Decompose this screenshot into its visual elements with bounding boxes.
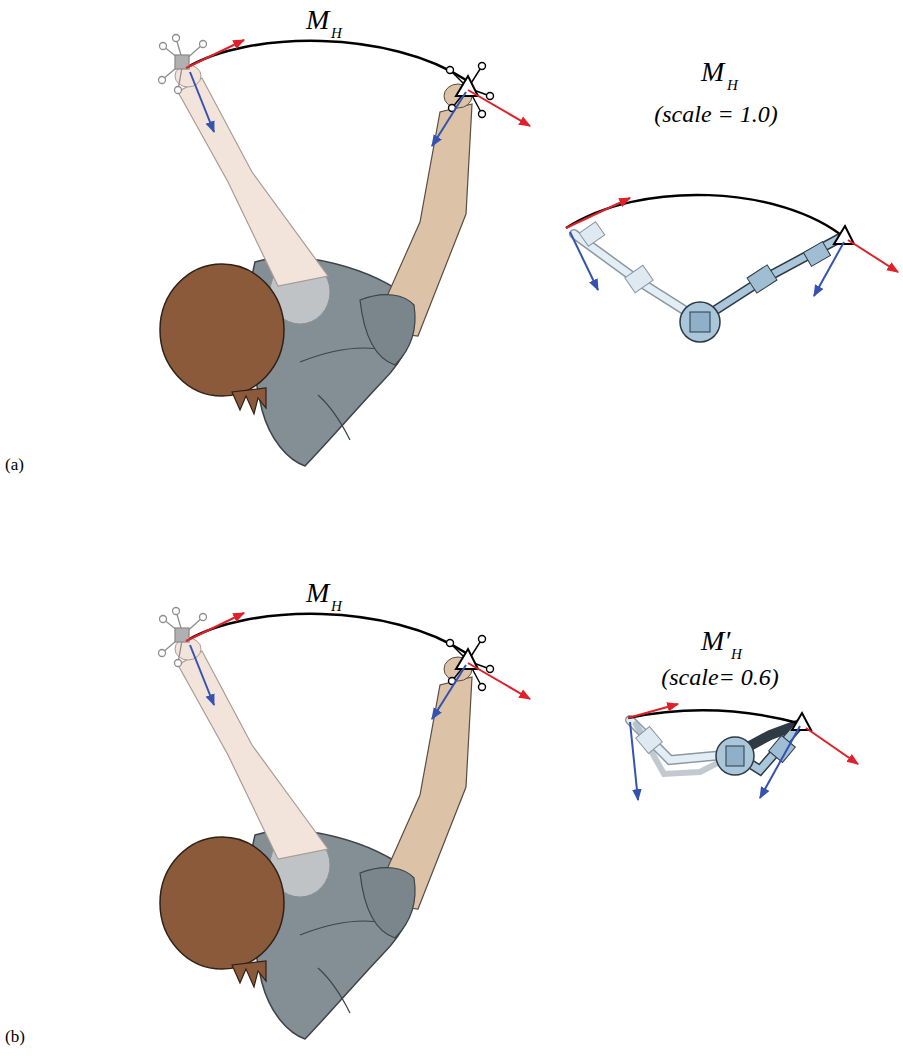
x-axis-arrow — [566, 198, 630, 228]
robot-joint — [625, 265, 653, 292]
motion-arc — [628, 710, 802, 724]
x-axis-arrow — [186, 40, 244, 68]
head — [160, 264, 284, 396]
z-axis-arrow — [570, 232, 598, 290]
robot-arm — [628, 704, 858, 800]
robot-joint — [579, 222, 605, 247]
hair — [232, 388, 266, 414]
robot-base — [690, 312, 710, 332]
z-axis-arrow — [190, 72, 214, 132]
robot-base — [726, 746, 744, 766]
tracker — [447, 63, 494, 118]
symbol-label: M — [701, 57, 724, 88]
robot-link — [700, 238, 840, 320]
illustration-part — [487, 93, 494, 100]
symbol-label: M — [306, 578, 329, 609]
x-axis-arrow — [806, 728, 858, 764]
z-axis-arrow — [760, 726, 800, 798]
scale-label: (scale = 1.0) — [654, 101, 778, 127]
x-axis-arrow — [628, 704, 678, 718]
illustration-part — [200, 41, 207, 48]
scale-label: (scale= 0.6) — [661, 664, 779, 690]
arm-start-pose — [178, 78, 328, 286]
z-axis-arrow — [630, 722, 638, 800]
human-figure — [159, 35, 531, 467]
end-effector-marker — [792, 713, 811, 730]
z-axis-arrow — [432, 92, 466, 146]
robot-link — [574, 234, 700, 320]
symbol-label: M′ — [701, 626, 730, 657]
motion-arc — [186, 41, 466, 80]
robot-base — [680, 302, 720, 342]
robot-base — [716, 737, 754, 775]
tracker — [159, 35, 207, 94]
illustration-part — [160, 43, 167, 50]
human-figure — [159, 608, 531, 1040]
subscript-label: H — [331, 598, 342, 615]
illustration-part — [173, 35, 180, 42]
shirt-fold — [300, 348, 385, 362]
panel-label: (a) — [5, 456, 24, 475]
panel-label: (b) — [5, 1028, 25, 1047]
z-axis-arrow — [814, 242, 844, 296]
illustration-part — [479, 111, 486, 118]
robot-joint — [803, 242, 830, 267]
robot-link — [700, 238, 840, 320]
robot-joint — [636, 727, 663, 754]
motion-arc — [566, 195, 845, 238]
illustration-part — [175, 87, 182, 94]
robot-link — [574, 234, 700, 320]
shirt-fold — [318, 395, 350, 440]
sleeve — [360, 295, 415, 365]
illustration-part — [447, 67, 454, 74]
robot-joint — [747, 265, 777, 293]
symbol-label: M — [306, 5, 329, 36]
x-axis-arrow — [468, 90, 530, 126]
subscript-label: H — [727, 77, 738, 94]
x-axis-arrow — [848, 240, 898, 272]
illustration-part — [479, 63, 486, 70]
illustration-part — [159, 77, 166, 84]
subscript-label: H — [331, 25, 342, 42]
robot-arm — [566, 195, 898, 342]
subscript-label: H — [731, 646, 742, 663]
